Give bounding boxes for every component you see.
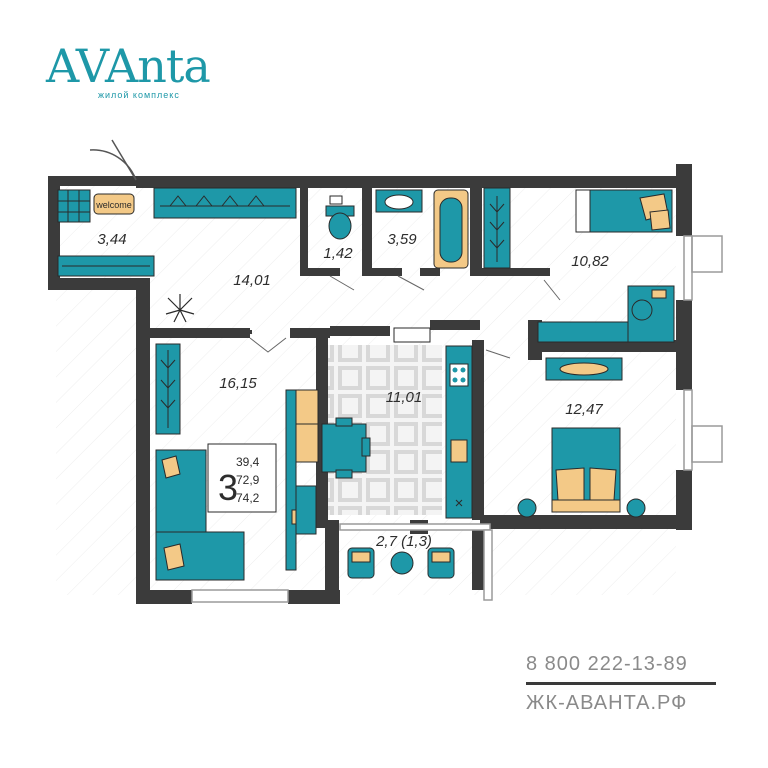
brand-name: AVAnta [46, 39, 211, 93]
brand-logo: AVAnta жилой комплекс [46, 36, 256, 108]
wall-segment [676, 300, 692, 390]
wall-segment [150, 328, 250, 338]
wall-segment [472, 530, 486, 590]
wall-segment [540, 176, 690, 188]
tv-stand [285, 389, 297, 571]
wall-segment [136, 278, 150, 603]
website-link[interactable]: ЖК-АВАНТА.РФ [526, 692, 688, 714]
room-area-bedroom-top: 10,82 [571, 253, 609, 270]
plant-icon [165, 294, 195, 323]
dining-table [321, 423, 367, 473]
loggia-glazing [483, 529, 493, 601]
welcome-mat [93, 193, 135, 215]
wall-segment [48, 176, 144, 186]
entry-furniture: welcome [57, 189, 155, 277]
hall-wardrobe [153, 187, 297, 219]
window-sash [691, 235, 723, 273]
window [683, 389, 693, 471]
wall-segment [300, 186, 308, 276]
wall-segment [472, 340, 484, 520]
stove-icon [449, 363, 469, 387]
living-area: 39,4 [236, 455, 260, 469]
room-labels: 3,44 14,01 1,42 3,59 10,82 16,15 11,01 1… [97, 231, 609, 550]
phone-number[interactable]: 8 800 222-13-89 [526, 653, 688, 675]
toilet-icon [328, 212, 352, 240]
wall-segment [470, 268, 550, 276]
loggia-furniture [347, 547, 455, 579]
room-area-hall: 14,01 [233, 272, 271, 289]
wall-segment [676, 164, 692, 236]
wall-segment [430, 320, 480, 330]
wall-segment [362, 186, 372, 276]
room-area-loggia: 2,7 (1,3) [375, 533, 432, 550]
window [683, 235, 693, 301]
kitchen-sink-icon [450, 439, 468, 463]
bathroom-fixtures [375, 189, 469, 269]
living-furniture [155, 343, 319, 581]
entrance-door [89, 139, 137, 181]
wall-segment [48, 278, 148, 290]
total-area: 72,9 [236, 473, 260, 487]
shoe-cabinet [57, 189, 91, 223]
chair-icon [631, 299, 653, 321]
door-bedroom-right [485, 349, 511, 359]
room-area-living: 16,15 [219, 375, 257, 392]
room-area-kitchen: 11,01 [386, 389, 422, 406]
coffee-table-icon [390, 551, 414, 575]
wall-segment [300, 268, 340, 276]
room-area-bedroom-right: 12,47 [565, 401, 603, 418]
wall-segment [325, 520, 339, 604]
wall-segment [528, 340, 678, 352]
kitchen-furniture [321, 327, 473, 519]
door-living [249, 337, 287, 353]
rooms-count: 3 [218, 467, 238, 508]
bedroom-right-furniture [517, 357, 646, 518]
wall-segment [290, 328, 330, 338]
total-with-balcony: 74,2 [236, 491, 260, 505]
wall-segment [470, 186, 482, 276]
door-bedroom-top [543, 279, 561, 301]
welcome-mat-text: welcome [95, 200, 132, 210]
nightstand-icon [626, 498, 646, 518]
door-wc [329, 275, 355, 291]
window-sash [691, 425, 723, 463]
interior-doors [249, 275, 561, 359]
apartment-summary-card: 3 39,4 72,9 74,2 [207, 443, 277, 513]
contacts-divider [526, 682, 716, 685]
wall-segment [136, 590, 192, 604]
window [191, 589, 289, 603]
wall-segment [420, 268, 440, 276]
wall-segment [362, 268, 402, 276]
brand-tagline: жилой комплекс [98, 90, 180, 100]
door-bath [397, 275, 425, 291]
room-area-wc: 1,42 [323, 245, 353, 262]
contacts-block: 8 800 222-13-89 ЖК-АВАНТА.РФ [526, 652, 726, 715]
windows [191, 235, 723, 603]
room-area-entry: 3,44 [97, 231, 126, 248]
wall-segment [48, 176, 60, 288]
wall-segment [250, 330, 252, 334]
room-area-bath: 3,59 [387, 231, 417, 248]
walls [48, 164, 692, 604]
wc-fixtures [325, 195, 355, 240]
bedroom-top-furniture [483, 187, 675, 343]
wall-segment [136, 176, 560, 188]
wall-segment [330, 326, 390, 336]
nightstand-icon [517, 498, 537, 518]
wall-segment [480, 515, 690, 529]
loggia-glazing [339, 523, 491, 531]
